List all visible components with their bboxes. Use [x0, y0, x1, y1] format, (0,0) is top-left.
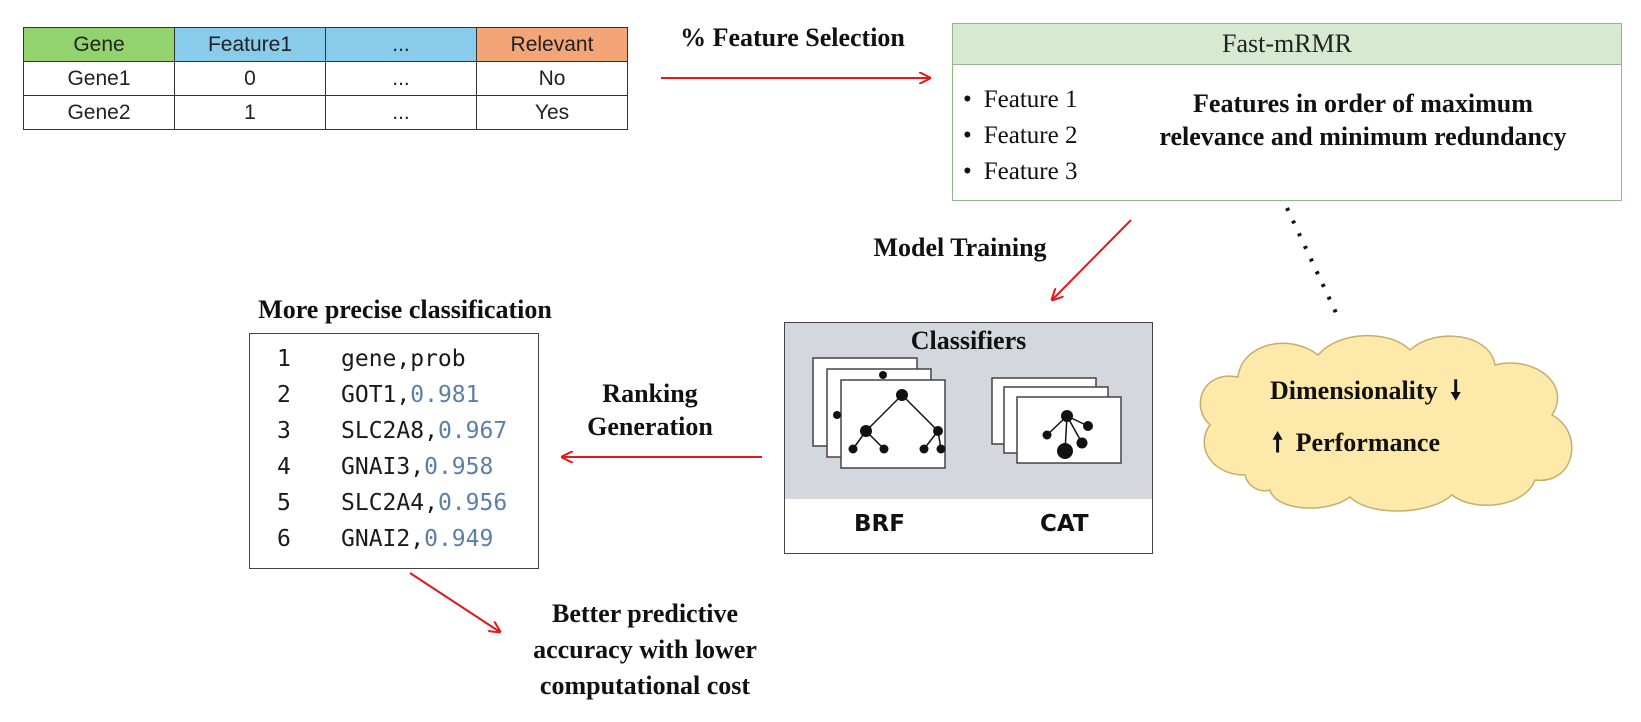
- arrow-down-icon: 🠗: [1450, 376, 1462, 405]
- mrmr-desc-line-2: relevance and minimum redundancy: [1159, 121, 1567, 151]
- table-row: Gene2 1 ... Yes: [23, 95, 628, 130]
- more-precise-label: More precise classification: [258, 295, 552, 324]
- better-accuracy-arrow: [409, 572, 500, 632]
- table-cell: Yes: [476, 95, 628, 130]
- gene-feature-table: Gene Feature1 ... Relevant Gene1 0 ... N…: [23, 27, 628, 130]
- probability: 0.981: [410, 382, 480, 408]
- probability: 0.949: [424, 526, 494, 552]
- classifiers-title: Classifiers: [910, 326, 1027, 355]
- feature-list: Feature 1 Feature 2 Feature 3: [963, 82, 1078, 190]
- gene-name: SLC2A8,: [341, 418, 438, 444]
- gene-name: SLC2A4,: [341, 490, 438, 516]
- model-training-arrow: [1052, 219, 1132, 300]
- fast-mrmr-box: Fast-mRMR Feature 1 Feature 2 Feature 3 …: [952, 23, 1622, 201]
- code-text: SLC2A8,0.967: [341, 413, 507, 449]
- line-number: 6: [277, 526, 291, 552]
- table-cell: Gene2: [23, 95, 175, 130]
- better-accuracy-label: Better predictive accuracy with lower co…: [500, 596, 790, 704]
- list-item: Feature 1: [963, 82, 1078, 118]
- cloud-outline: [1199, 334, 1573, 512]
- dotted-connector: [1285, 207, 1340, 318]
- table-cell: 0: [174, 61, 326, 96]
- gene-name: GNAI2,: [341, 526, 425, 552]
- line-number: 1: [277, 346, 291, 372]
- mrmr-description: Features in order of maximum relevance a…: [1113, 88, 1613, 153]
- fast-mrmr-title: Fast-mRMR: [953, 24, 1621, 65]
- classifiers-panel: Classifiers: [784, 322, 1153, 554]
- dimensionality-text: Dimensionality: [1270, 376, 1438, 405]
- list-item: Feature 3: [963, 154, 1078, 190]
- list-item: Feature 2: [963, 118, 1078, 154]
- table-cell: 1: [174, 95, 326, 130]
- line-number: 3: [277, 418, 291, 444]
- gene-name: GNAI3,: [341, 454, 425, 480]
- line-number: 5: [277, 490, 291, 516]
- cloud-shape: [1199, 334, 1573, 512]
- table-cell: Gene1: [23, 61, 175, 96]
- decision-tree-icon: [812, 357, 1122, 469]
- brf-label: BRF: [854, 511, 905, 537]
- line-number: 4: [277, 454, 291, 480]
- ranking-generation-label: Ranking Generation: [570, 378, 730, 443]
- arrow-up-icon: 🠕: [1272, 428, 1284, 457]
- table-header-row: Gene Feature1 ... Relevant: [23, 27, 628, 62]
- performance-text: Performance: [1295, 428, 1441, 457]
- code-text: SLC2A4,0.956: [341, 485, 507, 521]
- ranking-output-box: 1 gene,prob 2 GOT1,0.981 3 SLC2A8,0.967 …: [249, 333, 539, 569]
- table-cell: ...: [325, 95, 477, 130]
- better-line-2: accuracy with lower: [533, 635, 757, 664]
- code-text: GNAI3,0.958: [341, 449, 493, 485]
- code-text: GNAI2,0.949: [341, 521, 493, 557]
- line-number: 2: [277, 382, 291, 408]
- probability: 0.958: [424, 454, 494, 480]
- better-line-3: computational cost: [539, 671, 751, 700]
- feature-selection-label: % Feature Selection: [680, 23, 905, 52]
- cat-label: CAT: [1040, 511, 1089, 537]
- probability: 0.967: [437, 418, 508, 444]
- better-line-1: Better predictive: [551, 599, 739, 628]
- dimensionality-label: Dimensionality 🠗: [1270, 372, 1461, 416]
- code-text: GOT1,0.981: [341, 377, 480, 413]
- code-text: gene,prob: [341, 341, 466, 377]
- performance-label: 🠕 Performance: [1272, 424, 1440, 468]
- probability: 0.956: [437, 490, 508, 516]
- gene-name: GOT1,: [341, 382, 411, 408]
- table-row: Gene1 0 ... No: [23, 61, 628, 96]
- table-header-cell: Relevant: [476, 27, 628, 62]
- gene-name: gene,prob: [341, 346, 466, 372]
- mrmr-desc-line-1: Features in order of maximum: [1193, 89, 1533, 118]
- table-header-cell: Gene: [23, 27, 175, 62]
- model-training-label: Model Training: [873, 233, 1047, 262]
- ranking-line-1: Ranking: [602, 379, 698, 408]
- ranking-line-2: Generation: [587, 411, 713, 441]
